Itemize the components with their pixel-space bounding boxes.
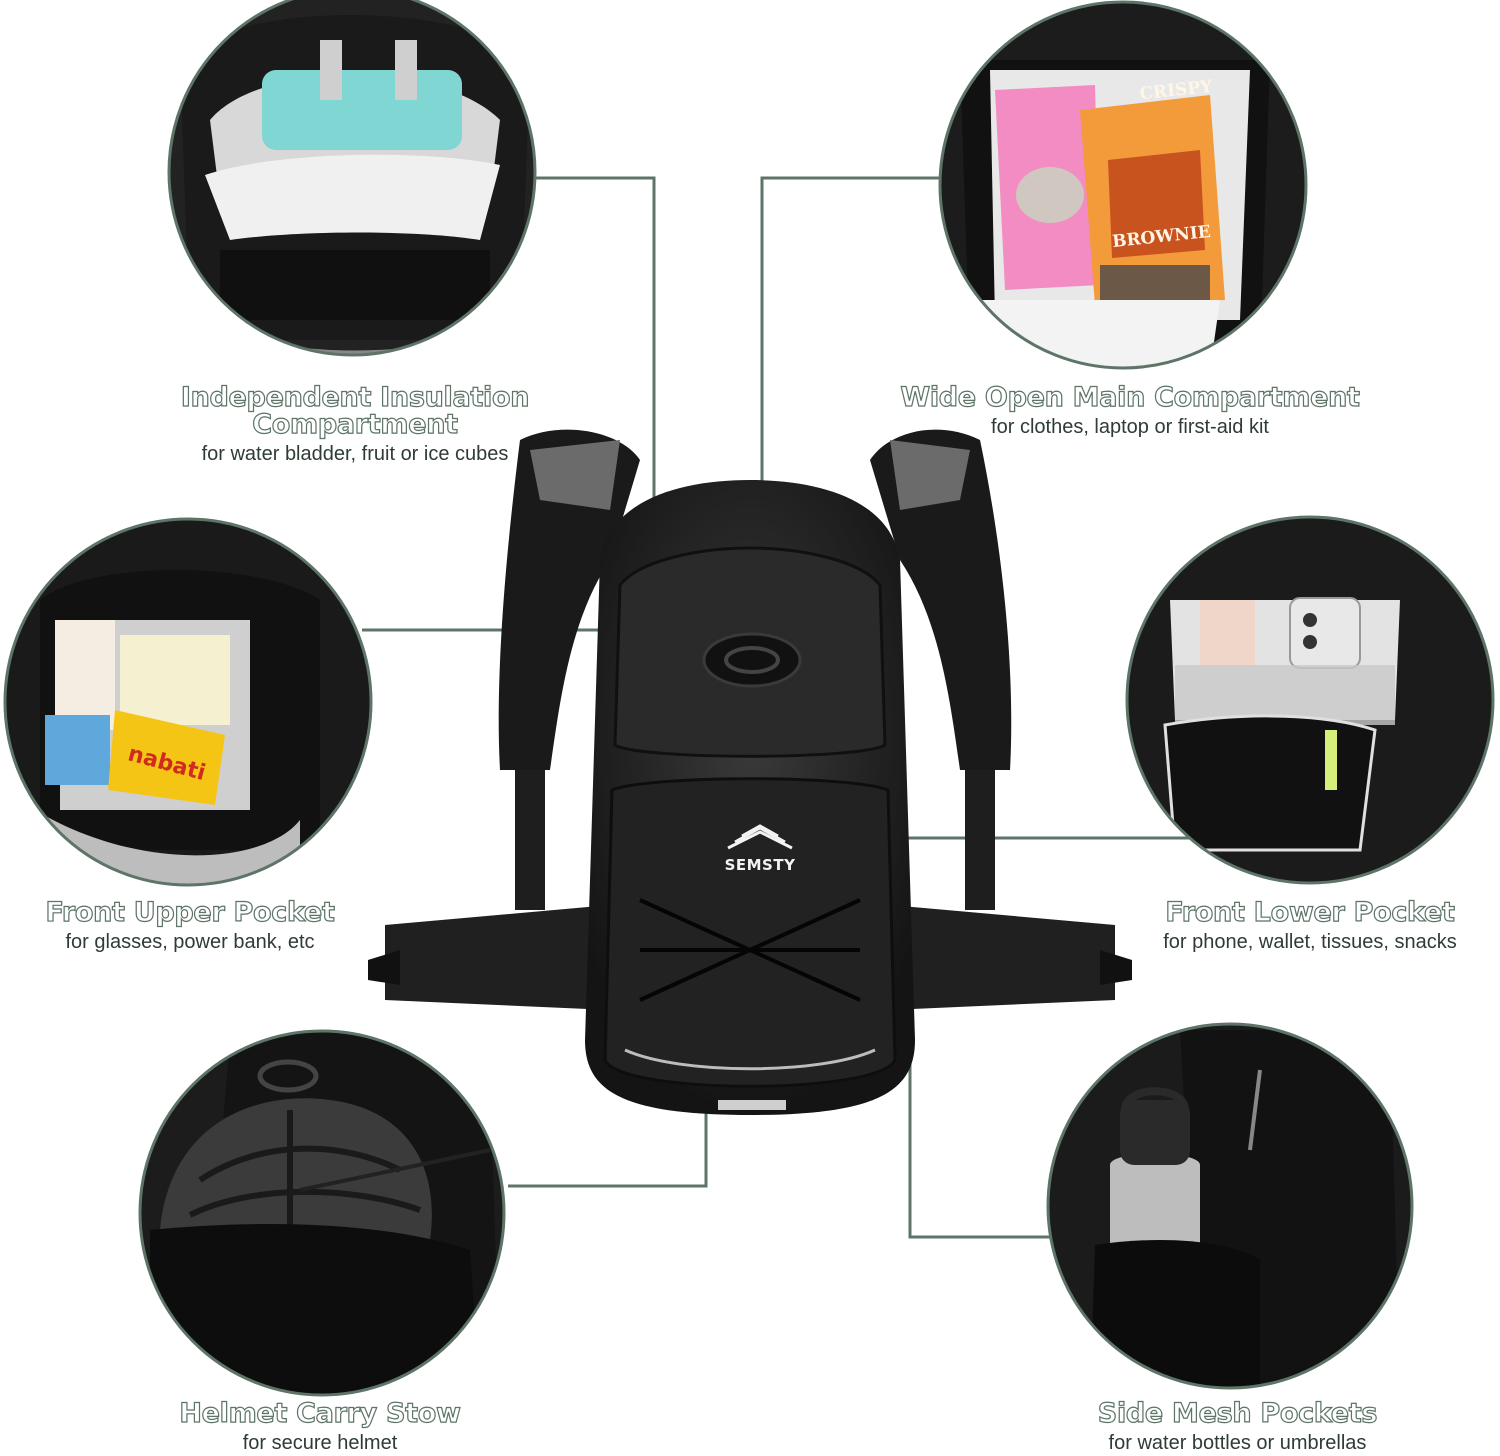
caption-lower-title: Front Lower Pocket — [1165, 897, 1456, 928]
caption-main: Wide Open Main Compartment for clothes, … — [895, 382, 1365, 438]
caption-main-subtitle: for clothes, laptop or first-aid kit — [991, 416, 1269, 438]
bike-helmet — [160, 1098, 432, 1250]
helmet-carry-photo — [140, 1031, 504, 1395]
caption-side-subtitle: for water bottles or umbrellas — [1108, 1432, 1367, 1454]
caption-lower: Front Lower Pocket for phone, wallet, ti… — [1125, 897, 1495, 953]
main-compartment-photo — [940, 2, 1306, 368]
caption-insulation-title: Independent Insulation Compartment — [180, 382, 530, 440]
caption-side: Side Mesh Pockets for water bottles or u… — [1060, 1398, 1415, 1454]
caption-helmet-title: Helmet Carry Stow — [179, 1398, 462, 1429]
caption-side-title: Side Mesh Pockets — [1097, 1398, 1378, 1429]
leader-lines — [362, 176, 1190, 1239]
caption-upper-subtitle: for glasses, power bank, etc — [65, 931, 315, 953]
caption-helmet-subtitle: for secure helmet — [242, 1432, 398, 1454]
side-mesh-pocket-photo — [1048, 1024, 1412, 1388]
right-shoulder-strap — [870, 429, 1012, 770]
lower-pocket-panel — [603, 777, 897, 1088]
caption-insulation-subtitle: for water bladder, fruit or ice cubes — [201, 443, 509, 465]
caption-lower-subtitle: for phone, wallet, tissues, snacks — [1163, 931, 1457, 953]
semsty-logo-mark — [727, 824, 793, 850]
insulation-compartment-photo — [169, 0, 535, 355]
hip-belt — [385, 905, 610, 1010]
leader-line-main — [760, 176, 940, 535]
front-upper-pocket-photo: nabati — [5, 519, 371, 885]
backpack-image — [368, 429, 1132, 1115]
caption-insulation: Independent Insulation Compartment for w… — [95, 382, 615, 465]
brand-name: SEMSTY — [724, 856, 796, 874]
leader-line-insulation — [535, 176, 656, 535]
caption-upper-title: Front Upper Pocket — [45, 897, 336, 928]
caption-upper: Front Upper Pocket for glasses, power ba… — [20, 897, 360, 953]
caption-helmet: Helmet Carry Stow for secure helmet — [150, 1398, 490, 1454]
front-lower-pocket-photo — [1127, 517, 1493, 883]
caption-main-title: Wide Open Main Compartment — [900, 382, 1361, 413]
left-shoulder-strap — [498, 429, 640, 770]
